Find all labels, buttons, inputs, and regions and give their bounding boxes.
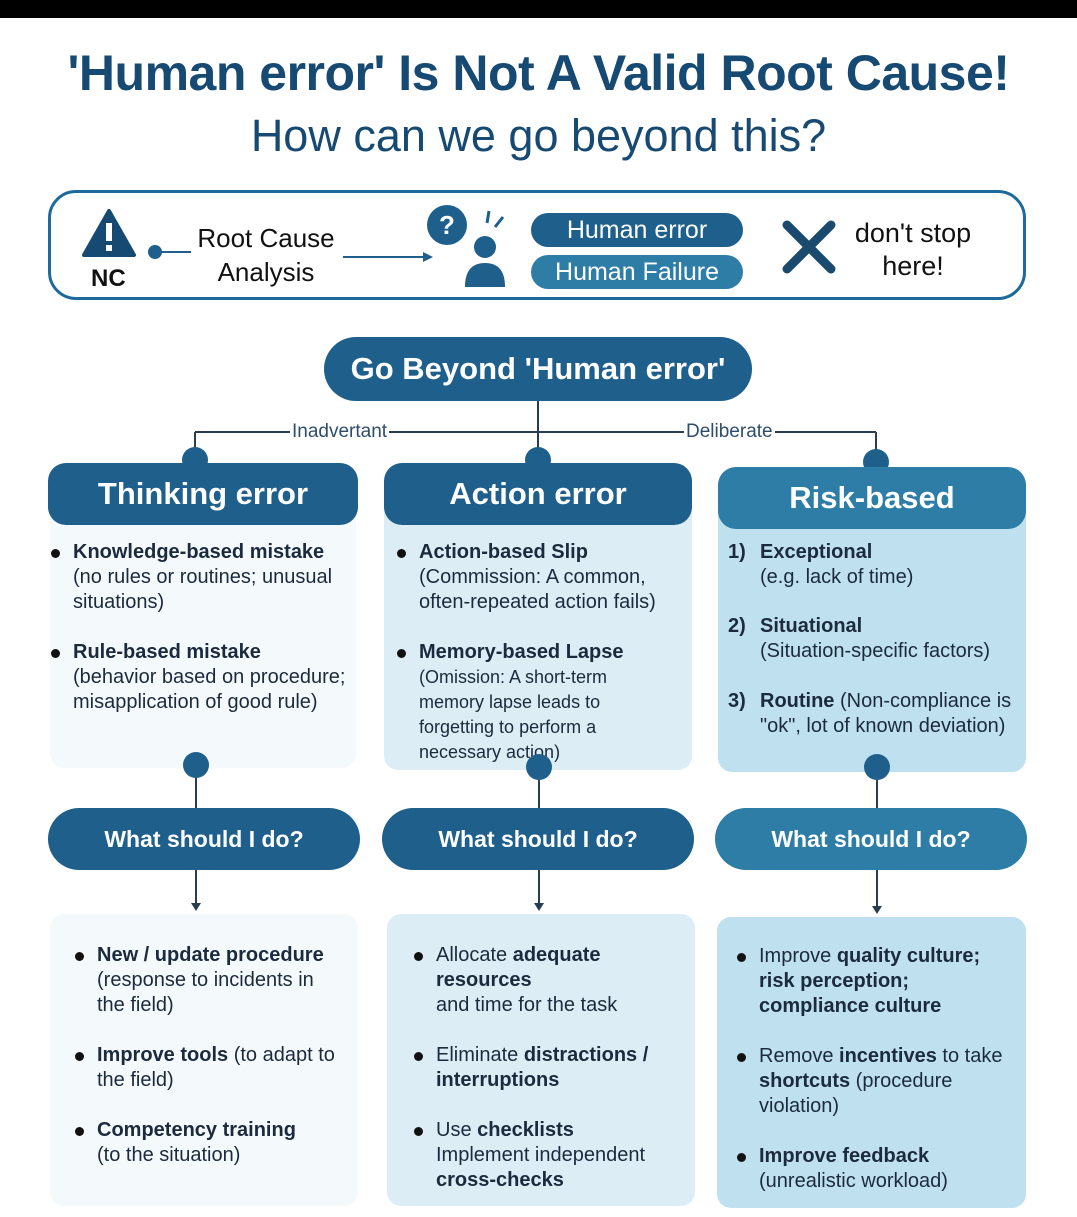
list-item: Knowledge-based mistake(no rules or rout… — [51, 540, 358, 615]
arrow-right-icon — [343, 252, 433, 262]
list-item: Rule-based mistake(behavior based on pro… — [51, 640, 363, 715]
human-error-pill: Human error — [531, 213, 743, 247]
list-item: Action-based Slip(Commission: A common, … — [397, 540, 679, 615]
nc-label: NC — [91, 265, 126, 292]
what-should-i-do-header: What should I do? — [715, 808, 1027, 870]
page-title: 'Human error' Is Not A Valid Root Cause! — [67, 45, 1010, 101]
list-item: 1)Exceptional(e.g. lack of time) — [728, 541, 914, 588]
action-error-header: Action error — [384, 463, 692, 525]
rca-flow-box: NC Root Cause Analysis ? Human error Hum… — [48, 190, 1026, 300]
list-item: Eliminate distractions / interruptions — [414, 1043, 676, 1093]
human-failure-pill: Human Failure — [531, 255, 743, 289]
x-mark-icon — [782, 220, 836, 274]
branch-deliberate-label: Deliberate — [684, 421, 775, 443]
risk-actions-panel — [717, 917, 1026, 1208]
what-should-i-do-header: What should I do? — [48, 808, 360, 870]
warning-icon — [82, 209, 136, 257]
dont-stop-label: don't stop here! — [854, 218, 972, 281]
branch-inadvertant-label: Inadvertant — [290, 421, 390, 443]
list-item: Improve tools (to adapt to the field) — [75, 1043, 347, 1093]
flow-dot-icon — [148, 245, 191, 259]
thinking-actions-panel — [50, 914, 358, 1206]
what-should-i-do-header: What should I do? — [382, 808, 694, 870]
risk-based-panel — [718, 500, 1026, 772]
action-actions-panel — [387, 914, 695, 1206]
flow-node-dot — [183, 752, 209, 778]
list-item: Improve feedback(unrealistic workload) — [737, 1144, 1009, 1194]
risk-based-header: Risk-based — [718, 467, 1026, 529]
list-item: 3)Routine (Non-compliance is "ok", lot o… — [728, 690, 1012, 737]
flow-node-dot — [526, 754, 552, 780]
page-subtitle: How can we go beyond this? — [250, 110, 827, 161]
list-item: New / update procedure(response to incid… — [75, 943, 347, 1018]
thinking-error-header: Thinking error — [48, 463, 358, 525]
list-item: 2)Situational(Situation-specific factors… — [728, 615, 991, 662]
action-error-panel — [384, 500, 692, 770]
list-item: Memory-based Lapse(Omission: A short-ter… — [397, 640, 669, 765]
top-black-bar — [0, 0, 1077, 18]
thinking-error-panel — [50, 500, 356, 768]
list-item: Remove incentives to take shortcuts (pro… — [737, 1044, 1011, 1119]
list-item: Improve quality culture; risk perception… — [737, 944, 999, 1019]
list-item: Competency training(to the situation) — [75, 1118, 347, 1168]
go-beyond-header: Go Beyond 'Human error' — [324, 337, 752, 401]
svg-text:?: ? — [439, 210, 455, 240]
root-cause-analysis-label: Root Cause Analysis — [197, 223, 335, 287]
flow-node-dot — [864, 754, 890, 780]
person-question-icon: ? — [427, 205, 505, 287]
